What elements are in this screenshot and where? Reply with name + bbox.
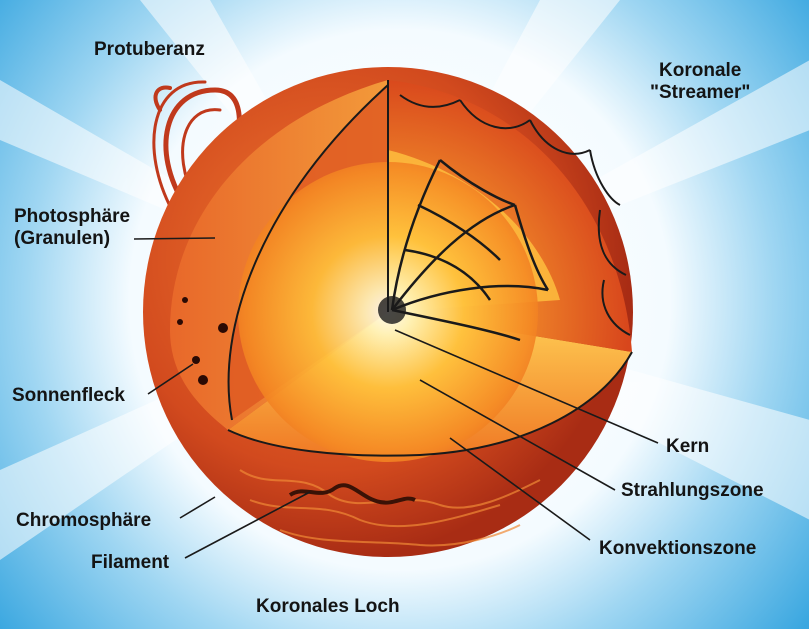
label-photosphaere-line1: Photosphäre: [14, 206, 130, 228]
label-photosphaere-line2: (Granulen): [14, 228, 130, 250]
label-protuberanz: Protuberanz: [94, 39, 205, 61]
label-filament: Filament: [91, 552, 169, 574]
label-koronales-loch: Koronales Loch: [256, 596, 400, 618]
label-strahlungszone: Strahlungszone: [621, 480, 764, 502]
label-kern: Kern: [666, 436, 709, 458]
label-photosphaere: Photosphäre (Granulen): [14, 206, 130, 250]
label-koronale-streamer-line2: "Streamer": [650, 82, 750, 104]
label-konvektionszone: Konvektionszone: [599, 538, 756, 560]
label-sonnenfleck: Sonnenfleck: [12, 385, 125, 407]
label-koronale-streamer-line1: Koronale: [650, 60, 750, 82]
label-chromosphaere: Chromosphäre: [16, 510, 151, 532]
label-koronale-streamer: Koronale "Streamer": [650, 60, 750, 104]
